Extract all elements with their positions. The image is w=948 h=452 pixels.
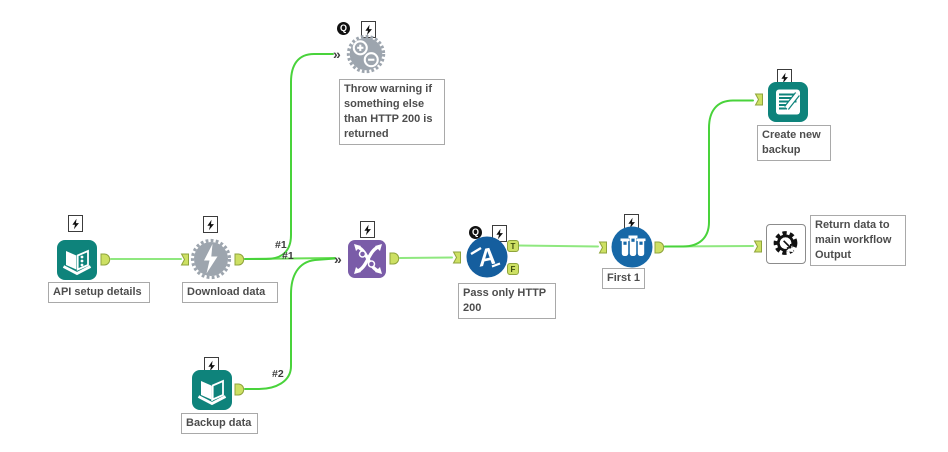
lightning-icon xyxy=(72,218,79,229)
q-badge: Q xyxy=(469,226,482,239)
filter-tool-icon: A xyxy=(466,236,508,283)
message-tool-icon xyxy=(345,33,387,80)
lightning-icon xyxy=(496,228,503,239)
node-api-setup-details[interactable]: API setup details xyxy=(48,215,150,303)
node-download-data[interactable]: Download data xyxy=(180,216,278,303)
node-annotation[interactable]: Download data xyxy=(182,282,278,303)
q-badge: Q xyxy=(337,22,350,35)
node-first-1[interactable]: First 1 xyxy=(598,214,665,289)
true-output-anchor[interactable]: T xyxy=(507,240,519,252)
macro-output-arrow-icon: ↘ xyxy=(781,238,793,254)
connection-backup-to-union[interactable] xyxy=(244,257,336,390)
node-throw-warning[interactable]: Q » Throw warning if something else than… xyxy=(333,21,445,145)
svg-text:A: A xyxy=(475,242,499,272)
node-annotation[interactable]: Backup data xyxy=(181,413,258,434)
lightning-badge xyxy=(203,216,218,233)
node-macro-output[interactable]: ↘ Return data to main workflow Output xyxy=(753,215,906,266)
multi-input-anchor[interactable]: » xyxy=(333,46,341,62)
connection-label-1: #1 xyxy=(275,239,287,251)
lightning-icon xyxy=(207,219,214,230)
output-anchor[interactable] xyxy=(100,253,111,271)
download-tool-icon xyxy=(189,237,233,286)
input-data-icon xyxy=(192,370,232,410)
node-annotation[interactable]: Return data to main workflow Output xyxy=(810,215,906,266)
node-annotation[interactable]: API setup details xyxy=(48,282,150,303)
multi-input-anchor[interactable]: » xyxy=(334,251,342,267)
node-backup-data[interactable]: Backup data xyxy=(181,357,258,434)
input-anchor[interactable] xyxy=(452,251,462,269)
output-anchor[interactable] xyxy=(389,252,400,270)
lightning-badge xyxy=(360,221,375,238)
output-anchor[interactable] xyxy=(234,383,245,401)
input-anchor[interactable] xyxy=(754,93,764,111)
node-annotation[interactable]: First 1 xyxy=(602,268,646,289)
input-anchor[interactable] xyxy=(598,241,608,259)
lightning-icon xyxy=(364,224,371,235)
lightning-icon xyxy=(208,360,215,371)
output-data-icon xyxy=(768,82,808,122)
connection-label-2: #1 xyxy=(282,250,294,262)
macro-output-icon: ↘ xyxy=(766,224,806,264)
node-union[interactable]: » xyxy=(334,221,400,278)
sample-tool-icon xyxy=(611,226,653,273)
false-output-anchor[interactable]: F xyxy=(507,263,519,275)
node-annotation[interactable]: Throw warning if something else than HTT… xyxy=(339,79,445,145)
connection-label-3: #2 xyxy=(272,368,284,380)
node-annotation[interactable]: Create new backup xyxy=(757,125,831,161)
lightning-icon xyxy=(365,24,372,35)
connection-sample-to-createbackup[interactable] xyxy=(664,99,754,248)
connection-download-to-warning[interactable] xyxy=(244,53,334,260)
input-anchor[interactable] xyxy=(753,240,763,258)
input-anchor[interactable] xyxy=(180,253,190,271)
output-anchor[interactable] xyxy=(654,241,665,259)
lightning-icon xyxy=(628,217,635,228)
input-data-icon xyxy=(57,240,97,280)
node-filter-http200[interactable]: Q A T F Pass only HTTP 200 xyxy=(452,225,556,319)
node-annotation[interactable]: Pass only HTTP 200 xyxy=(458,283,556,319)
connection-filter-to-sample[interactable] xyxy=(517,244,599,248)
node-create-new-backup[interactable]: Create new backup xyxy=(754,69,831,161)
lightning-badge xyxy=(777,69,792,86)
output-anchor[interactable] xyxy=(234,253,245,271)
connection-union-to-filter[interactable] xyxy=(399,256,453,259)
union-tool-icon xyxy=(348,240,386,278)
lightning-icon xyxy=(781,72,788,83)
lightning-badge xyxy=(68,215,83,232)
